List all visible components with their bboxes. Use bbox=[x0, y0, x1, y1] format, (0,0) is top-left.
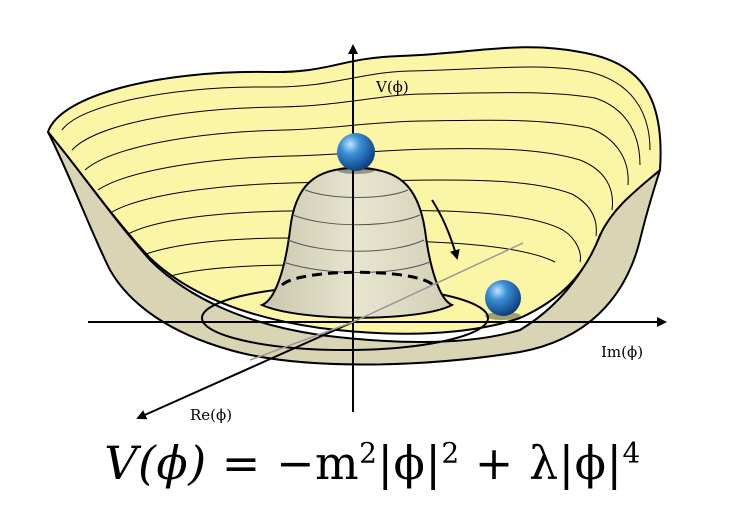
ball-icon-trough bbox=[485, 280, 521, 320]
formula-mid: |ϕ| bbox=[377, 436, 442, 490]
bump-contours bbox=[282, 189, 431, 273]
formula-exp1: 2 bbox=[359, 436, 378, 470]
formula-lhs: V(ϕ) bbox=[104, 436, 207, 490]
re-axis-label: Re(ϕ) bbox=[190, 406, 233, 424]
potential-formula: V(ϕ) = −m2|ϕ|2 + λ|ϕ|4 bbox=[0, 436, 745, 490]
axes bbox=[88, 44, 667, 420]
re-axis bbox=[136, 321, 354, 420]
bowl-contours bbox=[61, 66, 651, 277]
ball-icon-top bbox=[337, 133, 375, 174]
formula-eq: = −m bbox=[206, 436, 360, 490]
formula-exp3: 4 bbox=[622, 436, 641, 470]
im-axis-floor bbox=[249, 321, 354, 361]
central-bump bbox=[259, 166, 455, 319]
v-axis-label: V(ϕ) bbox=[376, 78, 409, 96]
formula-plus: + λ|ϕ| bbox=[459, 436, 623, 490]
arrow-icon bbox=[431, 199, 460, 260]
bowl-outer-wall bbox=[47, 131, 661, 366]
formula-exp2: 2 bbox=[441, 436, 460, 470]
im-axis-label: Im(ϕ) bbox=[601, 343, 644, 361]
re-axis-back bbox=[352, 242, 524, 323]
